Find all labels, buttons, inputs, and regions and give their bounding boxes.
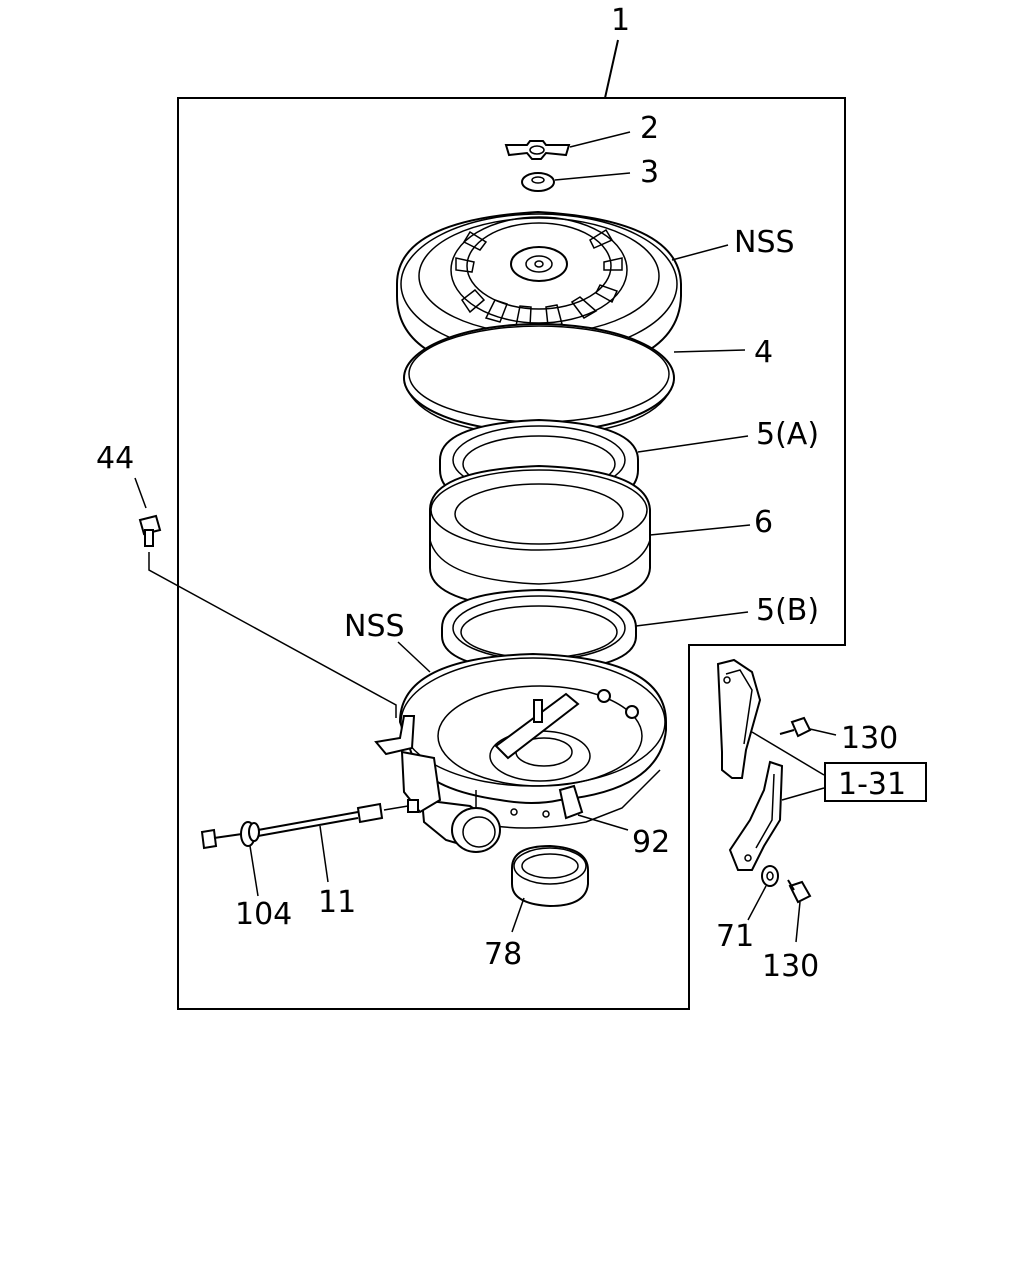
label-130-upper: 130 [841, 721, 898, 756]
label-6: 6 [754, 505, 773, 540]
label-ref-1-31: 1-31 [838, 767, 906, 802]
label-92: 92 [632, 825, 670, 860]
label-104: 104 [235, 897, 292, 932]
label-1: 1 [611, 3, 630, 38]
leader-4 [673, 349, 746, 353]
leader-nss-body [397, 641, 431, 673]
label-5a: 5(A) [756, 417, 819, 452]
label-71: 71 [716, 919, 754, 954]
ref-box-1-31 [824, 762, 927, 802]
leader-nss-top [671, 244, 729, 261]
bolt-part-44 [138, 514, 162, 547]
leader-44-to-body [148, 552, 397, 718]
leader-130-upper [809, 728, 837, 736]
leader-5a [637, 435, 749, 453]
leader-ref-lower [781, 787, 825, 801]
bolt-130-lower [787, 879, 812, 904]
air-cleaner-body [374, 652, 667, 853]
long-bolt-part-11 [200, 799, 419, 850]
leader-ref-upper [751, 731, 825, 776]
bracket-upper [716, 658, 762, 779]
bracket-lower [728, 760, 784, 871]
leader-92 [577, 814, 629, 831]
label-nss-top: NSS [734, 225, 795, 260]
leader-1 [604, 39, 619, 99]
leader-71 [747, 885, 767, 921]
leader-3 [554, 172, 631, 181]
leader-44 [134, 477, 147, 509]
label-130-lower: 130 [762, 949, 819, 984]
label-nss-body: NSS [344, 609, 405, 644]
leader-6 [649, 524, 751, 536]
leader-78 [511, 897, 525, 933]
label-2: 2 [640, 111, 659, 146]
label-4: 4 [754, 335, 773, 370]
label-3: 3 [640, 155, 659, 190]
label-5b: 5(B) [756, 593, 819, 628]
leader-130-lower [795, 901, 801, 943]
leader-11 [319, 825, 329, 883]
bolt-130-upper [779, 716, 812, 738]
leader-104 [249, 845, 259, 897]
leader-5b [635, 611, 749, 627]
filter-element-part-6 [429, 464, 651, 612]
assembly-frame [177, 97, 846, 1010]
label-11: 11 [318, 885, 356, 920]
label-78: 78 [484, 937, 522, 972]
washer-71 [761, 865, 779, 887]
leader-2 [569, 131, 631, 148]
wing-nut-part [504, 140, 571, 160]
sleeve-part-78 [511, 844, 589, 908]
label-44: 44 [96, 441, 134, 476]
washer-part [521, 172, 555, 192]
